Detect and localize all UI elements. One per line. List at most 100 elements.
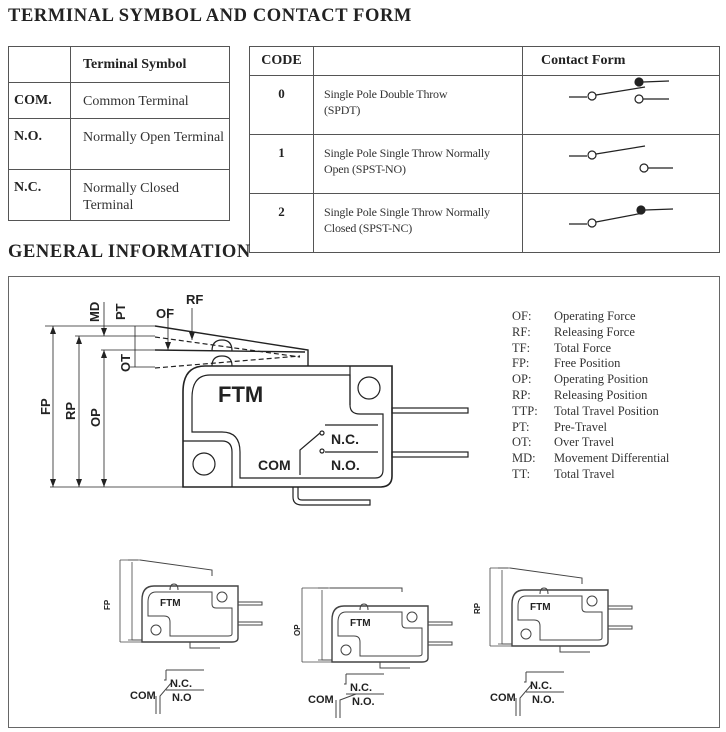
small-view-com: COM: [490, 692, 516, 704]
small-view-no: N.O: [172, 692, 192, 704]
table-header-row: CODE Contact Form: [249, 46, 720, 76]
small-switch-view: FTM RP COM N.C. N.O.: [473, 567, 633, 716]
small-view-nc: N.C.: [350, 682, 372, 694]
contact-code: 1: [249, 134, 314, 194]
legend-abbreviation: PT:: [512, 419, 530, 434]
label-pt: PT: [113, 303, 128, 320]
mount-hole-bottom-icon: [192, 452, 216, 476]
spst-no-symbol-icon: [569, 145, 673, 173]
legend-meaning: Operating Force: [554, 309, 636, 323]
table-row: 1 Single Pole Single Throw Normally Open…: [249, 134, 720, 194]
table-row: COM. Common Terminal: [8, 82, 230, 119]
mount-hole-top-icon: [357, 376, 381, 400]
contact-form-table: CODE Contact Form 0 Single Pole Double T…: [249, 46, 720, 253]
contact-code: 2: [249, 193, 314, 253]
header-contact-form: Contact Form: [522, 46, 720, 76]
label-com: COM: [258, 457, 291, 473]
small-view-com: COM: [130, 690, 156, 702]
terminal-description: Normally Closed Terminal: [70, 169, 230, 221]
header-empty: [8, 46, 71, 83]
terminal-com: [292, 487, 371, 506]
label-nc: N.C.: [331, 431, 359, 447]
label-of: OF: [156, 306, 174, 321]
terminal-nc: [391, 407, 469, 414]
legend-meaning: Over Travel: [554, 435, 615, 450]
legend-abbreviation: OT:: [512, 435, 532, 450]
legend-item: MD: Movement Differential: [512, 451, 669, 467]
legend-item: FP: Free Position: [512, 356, 669, 372]
legend-item: OT: Over Travel: [512, 435, 669, 451]
legend-item: OF:Operating Force: [512, 309, 669, 325]
legend-meaning: Total Force: [554, 340, 612, 355]
header-terminal-symbol: Terminal Symbol: [70, 46, 230, 83]
contact-description-line2: Closed (SPST-NC): [324, 221, 413, 235]
small-view-dim-label: RP: [473, 602, 482, 614]
legend-meaning: Releasing Position: [554, 387, 648, 402]
legend-abbreviation: MD:: [512, 451, 536, 466]
contact-description: Single Pole Double Throw (SPDT): [313, 75, 523, 135]
terminal-section-heading: TERMINAL SYMBOL AND CONTACT FORM: [8, 6, 412, 26]
legend-item: TTP: Total Travel Position: [512, 404, 669, 420]
label-op: OP: [88, 408, 103, 427]
legend-abbreviation: RF:: [512, 324, 531, 339]
spdt-symbol-icon: [569, 77, 670, 104]
contact-form-cell: [522, 193, 720, 253]
legend-item: RF: Releasing Force: [512, 325, 669, 341]
legend-abbreviation: FP:: [512, 356, 530, 371]
legend-meaning: Releasing Force: [554, 324, 635, 339]
small-view-brand: FTM: [160, 598, 181, 609]
small-view-dim-label: FP: [103, 599, 112, 610]
small-switch-view: FTM FP COM N.C. N.O: [103, 559, 263, 714]
contact-description: Single Pole Single Throw Normally Closed…: [313, 193, 523, 253]
contact-description-line1: Single Pole Double Throw: [324, 87, 448, 101]
small-view-brand: FTM: [350, 618, 371, 629]
header-code: CODE: [249, 46, 314, 76]
spst-nc-symbol-icon: [569, 205, 674, 228]
legend-meaning: Movement Differential: [554, 451, 670, 466]
label-no: N.O.: [331, 457, 360, 473]
legend-item: TT:Total Travel: [512, 467, 669, 483]
legend-item: TF: Total Force: [512, 341, 669, 357]
legend-item: PT: Pre-Travel: [512, 420, 669, 436]
contact-description-line1: Single Pole Single Throw Normally: [324, 205, 490, 219]
legend-meaning: Pre-Travel: [554, 419, 608, 434]
contact-form-cell: [522, 75, 720, 135]
small-view-nc: N.C.: [170, 678, 192, 690]
legend-meaning: Total Travel Position: [554, 403, 659, 418]
switch-body-outline: [182, 365, 393, 488]
label-fp: FP: [38, 398, 53, 415]
small-view-no: N.O.: [532, 694, 555, 706]
small-views: FTM FP COM N.C. N.O FTM OP: [103, 559, 633, 718]
legend-abbreviation: TT:: [512, 466, 531, 481]
legend-abbreviation: TTP:: [512, 403, 538, 418]
contact-form-cell: [522, 134, 720, 194]
legend-abbreviation: TF:: [512, 340, 531, 355]
small-view-brand: FTM: [530, 602, 551, 613]
legend-abbreviation: OP:: [512, 372, 532, 387]
contact-description-line2: (SPDT): [324, 103, 361, 117]
contact-description-line2: Open (SPST-NO): [324, 162, 406, 176]
table-row: 0 Single Pole Double Throw (SPDT): [249, 75, 720, 135]
terminal-symbol-table: Terminal Symbol COM. Common Terminal N.O…: [8, 46, 230, 221]
legend-meaning: Operating Position: [554, 372, 649, 387]
table-header-row: Terminal Symbol: [8, 46, 230, 83]
terminal-no: [391, 451, 469, 458]
contact-description: Single Pole Single Throw Normally Open (…: [313, 134, 523, 194]
switch-body-inner: [191, 374, 384, 479]
legend-meaning: Free Position: [554, 356, 621, 371]
contact-code: 0: [249, 75, 314, 135]
terminal-description: Normally Open Terminal: [70, 118, 230, 170]
small-switch-view: FTM OP COM N.C. N.O.: [293, 587, 453, 718]
small-view-nc: N.C.: [530, 680, 552, 692]
label-md: MD: [87, 302, 102, 322]
legend-item: OP: Operating Position: [512, 372, 669, 388]
table-row: N.O. Normally Open Terminal: [8, 118, 230, 170]
general-information-panel: [8, 276, 720, 728]
label-ot: OT: [118, 354, 133, 372]
legend-item: RP:Releasing Position: [512, 388, 669, 404]
label-rp: RP: [63, 402, 78, 420]
general-section-heading: GENERAL INFORMATION: [8, 242, 251, 262]
terminal-description: Common Terminal: [70, 82, 230, 119]
table-row: 2 Single Pole Single Throw Normally Clos…: [249, 193, 720, 253]
